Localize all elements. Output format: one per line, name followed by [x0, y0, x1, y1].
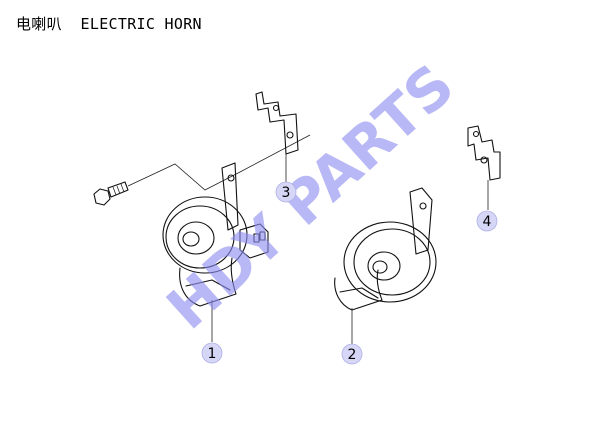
mounting-bolt: [93, 134, 311, 206]
callout-4: 4: [476, 210, 498, 232]
callout-1: 1: [201, 342, 223, 364]
diagram-title: 电喇叭 ELECTRIC HORN: [16, 15, 202, 33]
bracket-3: [255, 91, 299, 155]
callout-label-4: 4: [483, 214, 492, 230]
callout-label-2: 2: [348, 347, 357, 363]
callout-3: 3: [275, 181, 297, 203]
callout-label-1: 1: [208, 346, 217, 362]
horn-2: [334, 187, 437, 311]
callout-2: 2: [341, 343, 363, 365]
horn-1: [162, 162, 269, 307]
bracket-4: [467, 125, 501, 181]
callout-label-3: 3: [282, 185, 291, 201]
